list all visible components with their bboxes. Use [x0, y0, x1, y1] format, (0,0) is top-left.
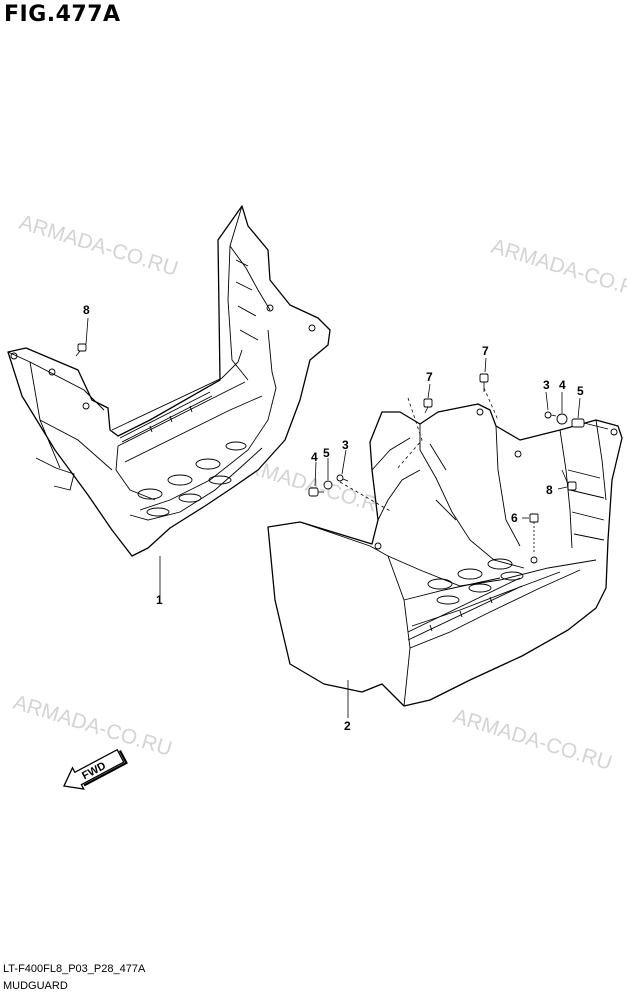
collar-icon — [308, 487, 324, 497]
callout-4-left: 5 — [323, 446, 330, 460]
clip-icon — [75, 343, 87, 357]
figure-title: FIG.477A — [4, 2, 121, 27]
callout-4-right: 4 — [559, 378, 566, 392]
callout-3-left: 3 — [342, 438, 349, 452]
watermark-2: ARMADA-CO.RU — [489, 235, 627, 305]
washer-icon — [556, 413, 568, 425]
screw-icon — [544, 411, 557, 419]
watermark-4: ARMADA-CO.RU — [11, 691, 175, 761]
callout-2: 2 — [344, 719, 351, 733]
left-mudguard — [7, 205, 331, 557]
watermark-5: ARMADA-CO.RU — [451, 705, 615, 775]
figure-name: MUDGUARD — [3, 980, 68, 992]
right-mudguard — [267, 403, 623, 707]
screw-icon — [336, 474, 349, 482]
figure-code: LT-F400FL8_P03_P28_477A — [3, 963, 146, 975]
collar-icon — [571, 418, 609, 430]
bolt-icon — [529, 513, 539, 552]
callout-7-left: 7 — [426, 370, 433, 384]
callout-5-left: 4 — [311, 450, 318, 464]
callout-8-top: 8 — [83, 303, 90, 317]
callout-5-right: 5 — [577, 384, 584, 398]
left-mudguard-body — [7, 205, 331, 557]
right-mudguard-body — [267, 403, 623, 707]
callout-6: 6 — [511, 511, 518, 525]
clip-icon — [423, 398, 433, 414]
watermark-1: ARMADA-CO.RU — [17, 211, 181, 281]
clip-icon — [479, 373, 489, 392]
callout-3-right: 3 — [543, 378, 550, 392]
leader-lines — [85, 317, 581, 718]
washer-icon — [323, 480, 333, 490]
clip-icon — [561, 469, 577, 491]
fwd-arrow-icon: FWD — [63, 748, 128, 790]
hardware — [75, 343, 609, 552]
callout-8-right: 8 — [546, 483, 553, 497]
callouts: 1 2 3 5 4 3 4 5 6 7 7 8 8 — [83, 303, 584, 733]
callout-1: 1 — [156, 593, 163, 607]
callout-7-right: 7 — [482, 344, 489, 358]
